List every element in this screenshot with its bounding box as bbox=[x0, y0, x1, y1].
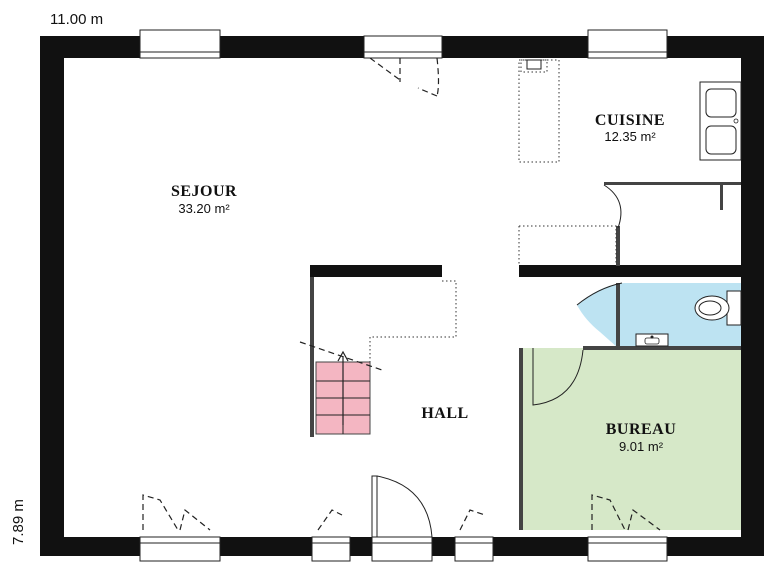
room-bureau: BUREAU 9.01 m² bbox=[606, 421, 677, 454]
room-hall: HALL bbox=[421, 405, 468, 422]
dotted-outlines bbox=[369, 59, 617, 365]
room-cuisine: CUISINE 12.35 m² bbox=[595, 112, 665, 144]
width-dimension-label: 11.00 m bbox=[50, 11, 103, 28]
room-sejour: SEJOUR 33.20 m² bbox=[171, 183, 237, 216]
entrance-door bbox=[371, 475, 433, 538]
exterior-walls bbox=[40, 36, 764, 556]
window-icon bbox=[139, 29, 221, 59]
room-area-sejour: 33.20 m² bbox=[178, 201, 230, 216]
window-icon bbox=[371, 536, 433, 562]
interior-walls bbox=[310, 182, 741, 530]
room-area-bureau: 9.01 m² bbox=[619, 439, 664, 454]
window-icon bbox=[587, 536, 668, 562]
interior-doors bbox=[532, 184, 623, 406]
toilet-icon bbox=[694, 290, 742, 326]
windows bbox=[139, 29, 668, 562]
window-icon bbox=[587, 29, 668, 59]
door-swing-icon bbox=[576, 282, 623, 306]
window-icon bbox=[311, 536, 351, 562]
window-icon bbox=[454, 536, 494, 562]
room-name-cuisine: CUISINE bbox=[595, 112, 665, 129]
door-swing-icon bbox=[603, 184, 622, 229]
door-swing-icon bbox=[532, 348, 584, 406]
stairs-icon bbox=[299, 341, 383, 435]
washbasin-icon bbox=[635, 333, 669, 347]
window-swings bbox=[142, 57, 661, 531]
door-swing-icon bbox=[376, 475, 433, 538]
room-name-hall: HALL bbox=[421, 405, 468, 422]
window-icon bbox=[139, 536, 221, 562]
height-dimension-label: 7.89 m bbox=[10, 499, 27, 545]
room-area-cuisine: 12.35 m² bbox=[604, 129, 656, 144]
room-name-sejour: SEJOUR bbox=[171, 183, 237, 200]
double-sink-icon bbox=[699, 81, 742, 161]
window-icon bbox=[363, 35, 443, 59]
bureau-floor bbox=[523, 348, 741, 530]
room-name-bureau: BUREAU bbox=[606, 421, 677, 438]
